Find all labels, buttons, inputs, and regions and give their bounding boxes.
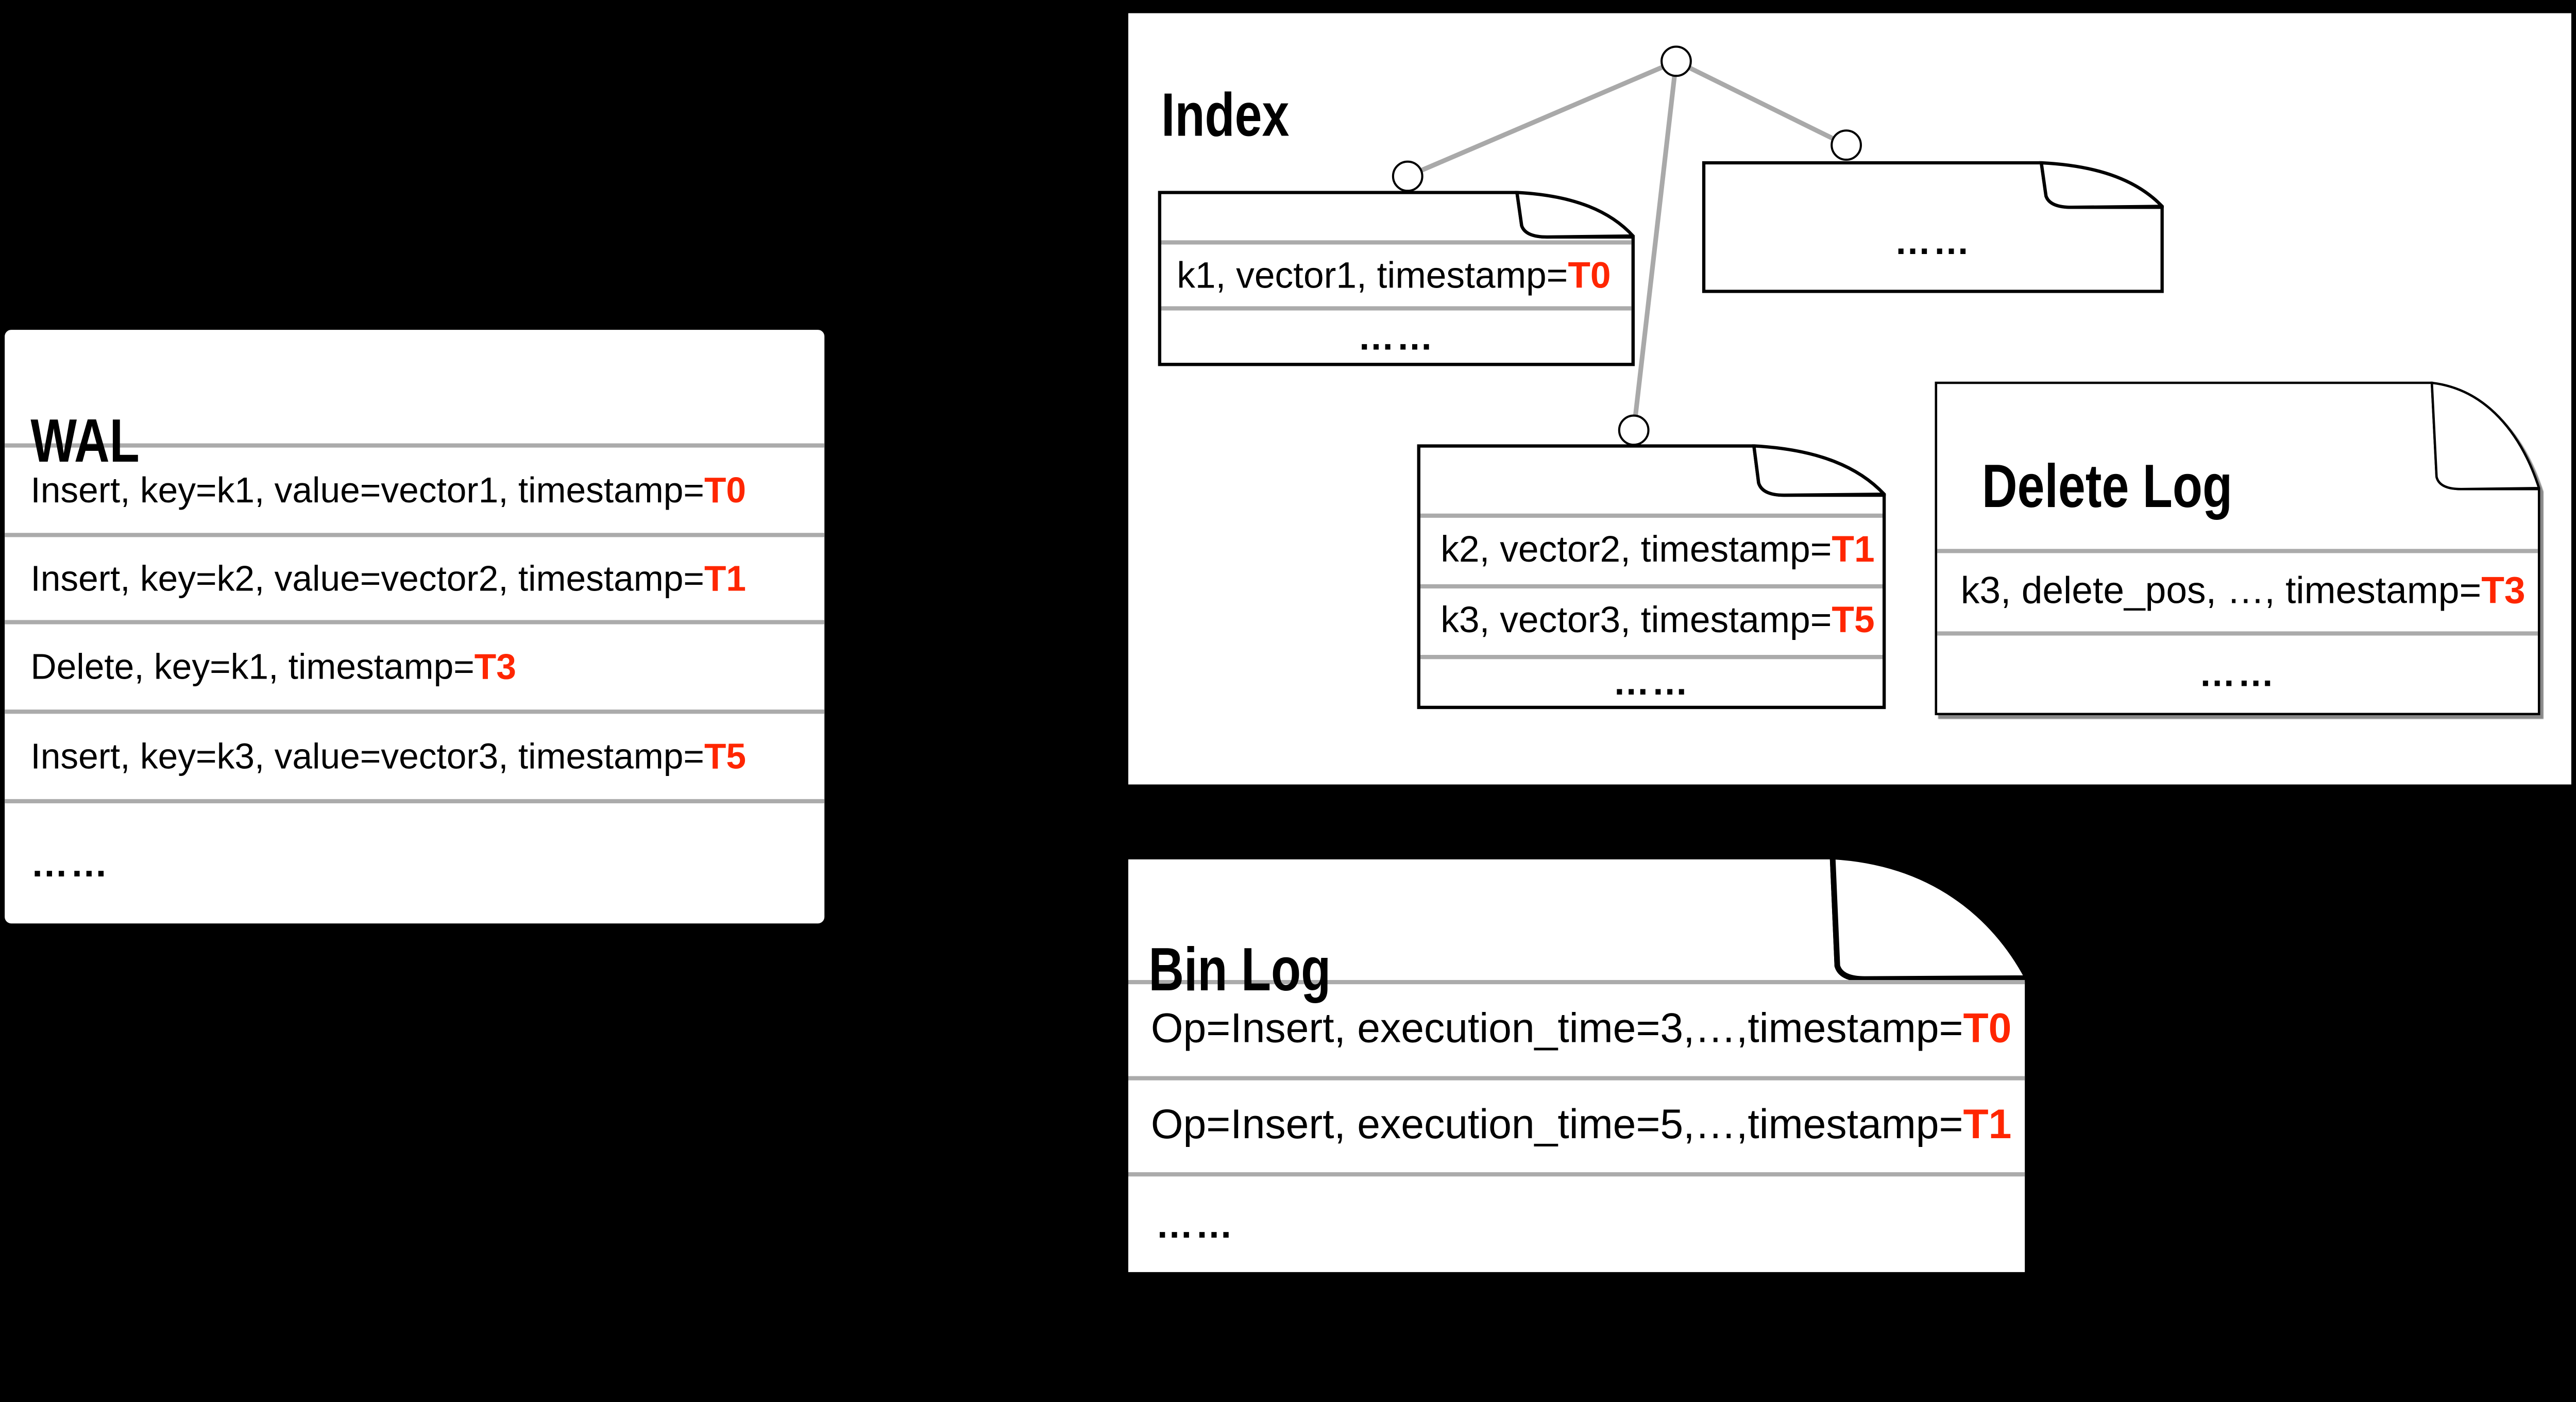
separator bbox=[5, 443, 825, 448]
bin-log-row-2: Op=Insert, execution_time=5,…,timestamp=… bbox=[1123, 1080, 2030, 1168]
tree-root-node bbox=[1660, 45, 1692, 77]
separator bbox=[1128, 1172, 2025, 1177]
timestamp-value: T5 bbox=[704, 736, 747, 776]
tree-node-left bbox=[1392, 160, 1423, 192]
index-segment-other-box: …… bbox=[1702, 161, 2164, 293]
delete-log-row-text: k3, delete_pos, …, timestamp= bbox=[1960, 569, 2482, 611]
index-title: Index bbox=[1161, 84, 1321, 145]
timestamp-value: T1 bbox=[704, 559, 747, 599]
tree-node-middle bbox=[1618, 414, 1650, 446]
bin-log-title-text: Bin Log bbox=[1148, 935, 1331, 1004]
document-shape bbox=[1158, 191, 1635, 366]
diagram-canvas: WAL Insert, key=k1, value=vector1, times… bbox=[5, 13, 2571, 1278]
separator bbox=[5, 533, 825, 537]
separator bbox=[1420, 513, 1883, 518]
folded-corner bbox=[2039, 161, 2164, 209]
delete-log-row-k3: k3, delete_pos, …, timestamp=T3 bbox=[1935, 553, 2540, 628]
delete-log-box: Delete Log k3, delete_pos, …, timestamp=… bbox=[1935, 381, 2540, 716]
ellipsis-text: …… bbox=[2199, 652, 2276, 694]
delete-log-row-more: …… bbox=[1935, 636, 2540, 711]
index-row-more: …… bbox=[1702, 190, 2164, 293]
delete-log-title-text: Delete Log bbox=[1981, 451, 2233, 520]
wal-row-delete-k1: Delete, key=k1, timestamp=T3 bbox=[5, 624, 824, 710]
separator bbox=[1937, 631, 2538, 636]
index-row-k3: k3, vector3, timestamp=T5 bbox=[1417, 588, 1886, 651]
bin-log-row-more: …… bbox=[1123, 1176, 2030, 1273]
tree-edge-root-left bbox=[1406, 59, 1677, 179]
timestamp-value: T3 bbox=[2481, 569, 2526, 611]
wal-box: WAL Insert, key=k1, value=vector1, times… bbox=[5, 330, 825, 924]
ellipsis-text: …… bbox=[1358, 316, 1435, 358]
separator bbox=[1161, 240, 1632, 245]
index-row-more: …… bbox=[1158, 311, 1635, 363]
separator bbox=[1420, 655, 1883, 660]
timestamp-value: T0 bbox=[1568, 254, 1611, 296]
index-title-text: Index bbox=[1161, 80, 1290, 149]
timestamp-value: T0 bbox=[1963, 1004, 2012, 1052]
index-segment-k1-box: k1, vector1, timestamp=T0 …… bbox=[1158, 191, 1635, 366]
document-shape bbox=[1417, 444, 1886, 710]
folded-corner bbox=[1752, 444, 1886, 497]
document-shape bbox=[1702, 161, 2164, 293]
wal-row-insert-k3: Insert, key=k3, value=vector3, timestamp… bbox=[5, 714, 824, 799]
ellipsis-text: …… bbox=[1613, 661, 1690, 702]
tree-edge-root-right bbox=[1675, 59, 1848, 147]
ellipsis-text: …… bbox=[1894, 220, 1972, 262]
document-shape bbox=[1123, 853, 2031, 1278]
bin-log-row-text: Op=Insert, execution_time=5,…,timestamp= bbox=[1150, 1101, 1963, 1147]
folded-corner bbox=[2430, 381, 2540, 491]
wal-title: WAL bbox=[30, 410, 166, 471]
delete-log-title: Delete Log bbox=[1982, 455, 2295, 516]
wal-row-insert-k1: Insert, key=k1, value=vector1, timestamp… bbox=[5, 448, 824, 533]
ellipsis-text: …… bbox=[30, 842, 110, 884]
index-row-text: k1, vector1, timestamp= bbox=[1177, 254, 1568, 296]
wal-row-text: Insert, key=k3, value=vector3, timestamp… bbox=[30, 736, 704, 776]
bin-log-row-1: Op=Insert, execution_time=3,…,timestamp=… bbox=[1123, 984, 2030, 1072]
timestamp-value: T0 bbox=[704, 470, 747, 511]
bin-log-title: Bin Log bbox=[1148, 938, 1376, 1000]
index-segment-k2k3-box: k2, vector2, timestamp=T1 k3, vector3, t… bbox=[1417, 444, 1886, 710]
bin-log-box: Bin Log Op=Insert, execution_time=3,…,ti… bbox=[1123, 853, 2031, 1278]
folded-corner bbox=[1829, 853, 2031, 982]
index-row-more: …… bbox=[1417, 659, 1886, 704]
separator bbox=[1128, 979, 2025, 985]
separator bbox=[1420, 584, 1883, 589]
timestamp-value: T5 bbox=[1832, 598, 1875, 640]
timestamp-value: T1 bbox=[1832, 528, 1875, 570]
separator bbox=[5, 799, 825, 804]
separator bbox=[5, 710, 825, 714]
index-row-text: k2, vector2, timestamp= bbox=[1440, 528, 1832, 570]
separator bbox=[5, 620, 825, 624]
wal-row-text: Delete, key=k1, timestamp= bbox=[30, 647, 474, 687]
wal-row-text: Insert, key=k2, value=vector2, timestamp… bbox=[30, 559, 704, 599]
separator bbox=[1937, 549, 2538, 553]
timestamp-value: T3 bbox=[474, 647, 516, 687]
index-row-k1: k1, vector1, timestamp=T0 bbox=[1158, 245, 1635, 307]
index-panel: Index k1, vector1, timestamp=T0 …… … bbox=[1128, 13, 2571, 785]
wal-row-more: …… bbox=[5, 803, 824, 923]
bin-log-row-text: Op=Insert, execution_time=3,…,timestamp= bbox=[1150, 1004, 1963, 1052]
folded-corner bbox=[1515, 191, 1635, 239]
wal-row-text: Insert, key=k1, value=vector1, timestamp… bbox=[30, 470, 704, 511]
wal-row-insert-k2: Insert, key=k2, value=vector2, timestamp… bbox=[5, 537, 824, 620]
document-shape bbox=[1935, 381, 2540, 716]
tree-edge-root-middle bbox=[1631, 61, 1679, 431]
separator bbox=[1128, 1076, 2025, 1080]
index-row-k2: k2, vector2, timestamp=T1 bbox=[1417, 518, 1886, 580]
separator bbox=[1161, 306, 1632, 311]
wal-title-text: WAL bbox=[30, 406, 140, 475]
timestamp-value: T1 bbox=[1963, 1101, 2012, 1147]
index-row-text: k3, vector3, timestamp= bbox=[1440, 598, 1832, 640]
tree-node-right bbox=[1831, 129, 1862, 161]
ellipsis-text: …… bbox=[1156, 1203, 1235, 1246]
